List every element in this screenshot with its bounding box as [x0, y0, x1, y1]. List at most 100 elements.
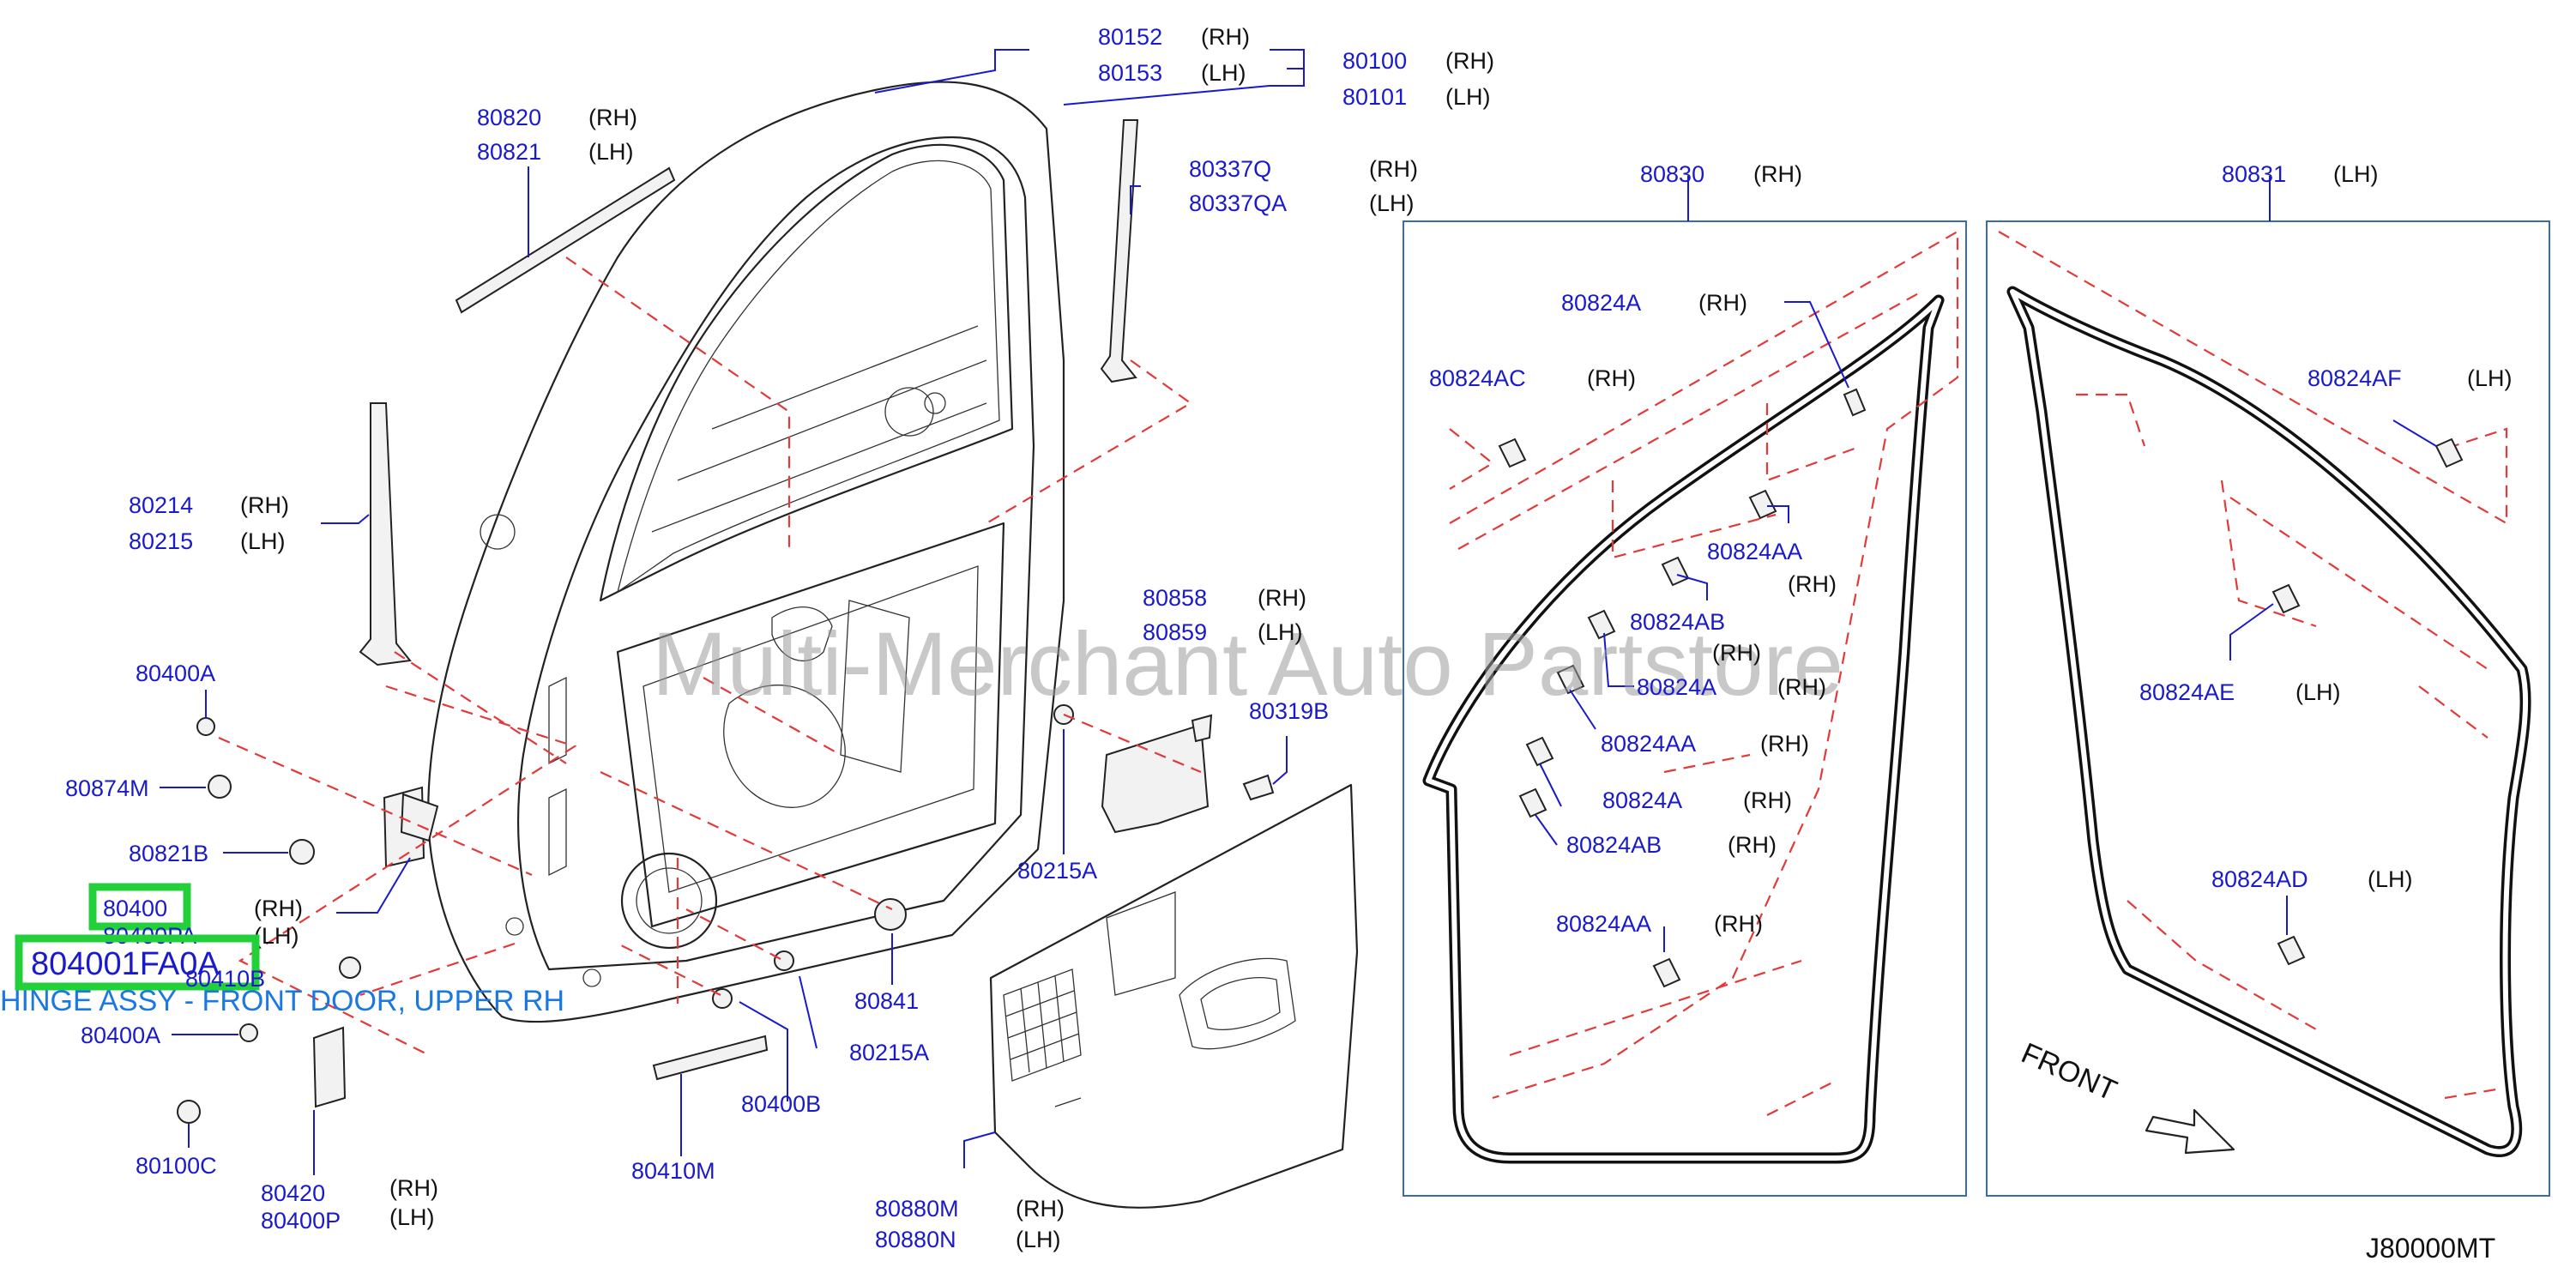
part-number-label[interactable]: 80824A: [1602, 787, 1682, 813]
side-label: (RH): [1445, 48, 1494, 74]
bolt-icon: [339, 956, 361, 979]
part-number-label[interactable]: 80824AF: [2308, 365, 2402, 391]
part-number-label[interactable]: 80400P: [261, 1208, 341, 1234]
part-number-label[interactable]: 80420: [261, 1180, 325, 1206]
clip-icon: [1498, 437, 1527, 468]
panel-border-lh: [1986, 220, 2550, 1197]
actuator-shape: [1101, 723, 1210, 834]
part-number-label[interactable]: 80100: [1342, 48, 1407, 74]
part-number-label[interactable]: 80880N: [875, 1227, 956, 1252]
part-number-label[interactable]: 80215A: [1017, 858, 1097, 884]
part-number-label[interactable]: 80831: [2222, 161, 2286, 187]
weatherstrip-panel-rh: [1403, 176, 1967, 1197]
clip-icon: [1556, 664, 1585, 695]
highlight-box: [88, 883, 191, 931]
side-label: (RH): [1743, 787, 1792, 813]
part-number-label[interactable]: 80824AC: [1429, 365, 1526, 391]
part-number-label[interactable]: 80400A: [136, 661, 215, 686]
part-number-label[interactable]: 80830: [1640, 161, 1704, 187]
part-number-label[interactable]: 80400A: [81, 1023, 160, 1048]
side-label: (RH): [389, 1175, 438, 1201]
weatherstrip-panel-lh: [1986, 176, 2550, 1197]
part-number-label[interactable]: 80101: [1342, 84, 1407, 110]
nut-icon: [177, 1100, 201, 1124]
washer-icon: [208, 775, 232, 799]
highlight-box: [15, 934, 260, 991]
part-number-label[interactable]: 80824AA: [1556, 911, 1651, 937]
clip-icon: [1587, 609, 1616, 640]
part-number-label[interactable]: 80824A: [1561, 290, 1641, 316]
part-number-label[interactable]: 80214: [129, 492, 193, 518]
side-label: (RH): [1016, 1196, 1065, 1222]
part-number-label[interactable]: 80858: [1143, 585, 1207, 611]
part-number-label[interactable]: 80152: [1098, 24, 1162, 50]
side-label: (LH): [1016, 1227, 1061, 1252]
side-label: (LH): [588, 139, 634, 165]
part-number-label[interactable]: 80820: [477, 105, 541, 130]
side-label: (LH): [254, 923, 299, 949]
highlighted-part-number[interactable]: 804001FA0A: [31, 946, 220, 982]
part-number-label[interactable]: 80410M: [631, 1158, 715, 1184]
part-number-label[interactable]: 80821B: [129, 841, 208, 866]
side-label: (LH): [240, 528, 286, 554]
part-number-label[interactable]: 80859: [1143, 619, 1207, 645]
part-number-label[interactable]: 80337Q: [1189, 156, 1271, 182]
part-number-label[interactable]: 80824AB: [1630, 609, 1725, 635]
part-number-label[interactable]: 80215: [129, 528, 193, 554]
diagram-code: J80000MT: [2366, 1233, 2495, 1264]
part-number-label[interactable]: 80400B: [741, 1091, 821, 1117]
highlighted-part-description: HINGE ASSY - FRONT DOOR, UPPER RH: [0, 985, 564, 1017]
side-label: (LH): [1258, 619, 1303, 645]
clip-icon: [1525, 736, 1554, 767]
glass-run-shape: [1100, 119, 1139, 383]
side-label: (RH): [254, 896, 303, 921]
part-number-label[interactable]: 80824AA: [1601, 731, 1696, 757]
side-label: (RH): [1201, 24, 1250, 50]
grommet-icon: [874, 898, 907, 931]
side-label: (LH): [2368, 866, 2413, 892]
part-number-label[interactable]: 80410B: [185, 966, 265, 992]
side-label: (RH): [240, 492, 289, 518]
clip-icon: [1652, 957, 1681, 988]
side-label: (RH): [1587, 365, 1636, 391]
rear-sash-shape: [359, 402, 412, 667]
clip-icon: [2271, 583, 2301, 614]
clip-icon: [1242, 774, 1275, 801]
clip-icon: [1748, 489, 1777, 520]
part-number-label[interactable]: 80841: [854, 988, 919, 1014]
outer-moulding-shape: [455, 166, 676, 314]
part-labels: 80152 (RH) 80153 (LH) 80100 (RH) 80101 (…: [0, 24, 2513, 1264]
part-number-label[interactable]: 80153: [1098, 60, 1162, 86]
panel-border-rh: [1403, 220, 1967, 1197]
part-number-label[interactable]: 80215A: [849, 1040, 929, 1065]
part-number-label[interactable]: 80824AA: [1707, 539, 1802, 564]
side-label: (RH): [588, 105, 637, 130]
front-arrow-icon: [2145, 1108, 2235, 1155]
part-number-label[interactable]: 80880M: [875, 1196, 959, 1222]
part-number-label[interactable]: 80824A: [1637, 674, 1716, 700]
side-label: (LH): [2467, 365, 2513, 391]
part-number-label[interactable]: 80400: [103, 896, 167, 921]
part-number-label[interactable]: 80100C: [136, 1153, 217, 1179]
side-label: (LH): [389, 1204, 435, 1230]
side-label: (RH): [1258, 585, 1306, 611]
side-label: (RH): [1369, 156, 1418, 182]
side-label: (RH): [1777, 674, 1826, 700]
part-number-label[interactable]: 80824AB: [1566, 832, 1662, 858]
bolt-icon: [239, 1023, 258, 1042]
side-label: (RH): [1714, 911, 1763, 937]
part-number-label[interactable]: 80824AE: [2139, 679, 2235, 705]
clip-icon: [2434, 437, 2464, 468]
side-label: (RH): [1753, 161, 1802, 187]
part-number-label[interactable]: 80821: [477, 139, 541, 165]
part-number-label[interactable]: 80874M: [65, 775, 149, 801]
side-label: (LH): [2333, 161, 2379, 187]
leader-lines-left: [160, 49, 1305, 1175]
check-link-shape: [652, 1035, 769, 1081]
part-number-label[interactable]: 80319B: [1249, 698, 1329, 724]
part-number-label[interactable]: 80337QA: [1189, 190, 1287, 216]
lock-actuator-drawings: [1053, 704, 1275, 834]
bolt-icon: [196, 717, 215, 736]
part-number-label[interactable]: 80824AD: [2211, 866, 2308, 892]
lower-hinge-shape: [312, 1026, 347, 1108]
